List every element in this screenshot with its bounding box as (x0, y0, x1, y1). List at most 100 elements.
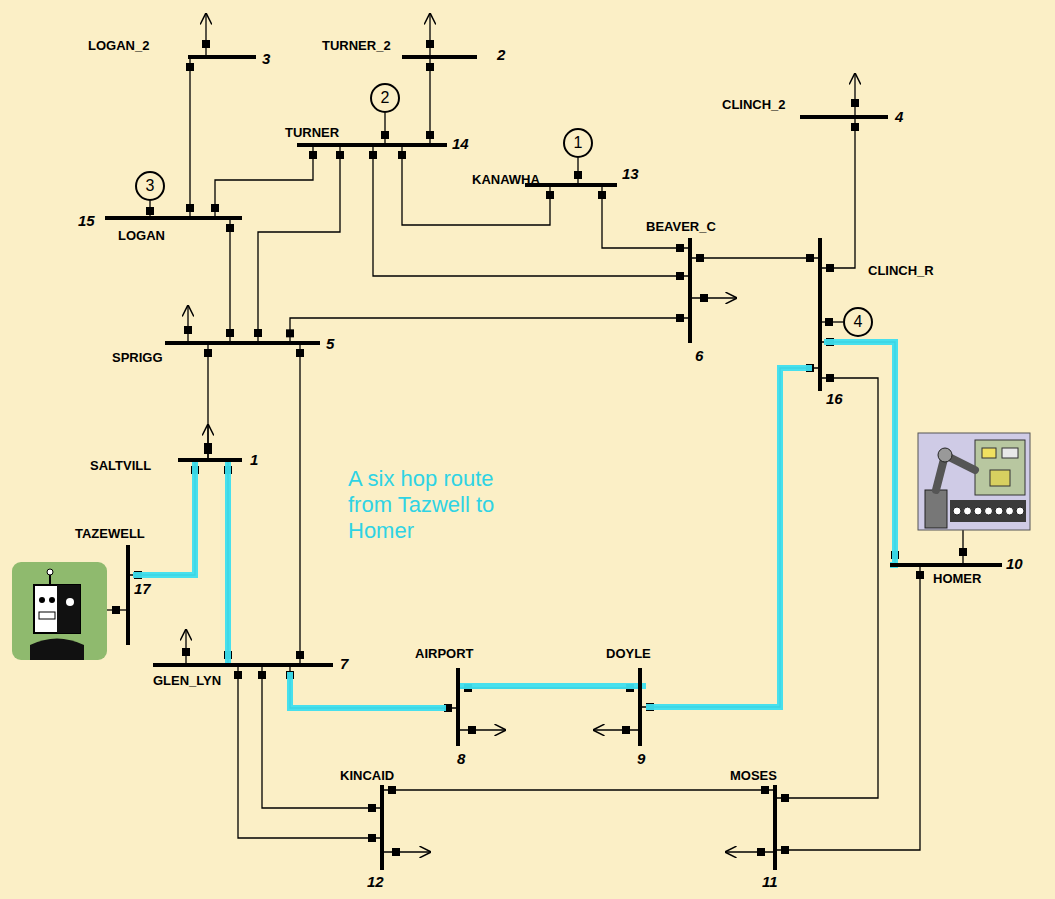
manipulator-icon (918, 433, 1030, 530)
breaker (368, 804, 376, 812)
breaker (381, 131, 389, 139)
bus-number: 17 (134, 580, 151, 597)
bus-bar: KINCAID12 (380, 785, 384, 870)
route-highlight (458, 683, 646, 689)
breaker (254, 329, 262, 337)
generator-symbol: 1 (563, 128, 593, 158)
breaker (574, 171, 582, 179)
bus-bar: GLEN_LYN7 (153, 663, 333, 667)
generator-number: 2 (381, 89, 390, 107)
robot-arm-base (925, 490, 947, 528)
bus-bar: AIRPORT8 (456, 668, 460, 746)
breaker (296, 651, 304, 659)
breaker (676, 244, 684, 252)
bus-name: BEAVER_C (646, 219, 716, 234)
bus-bar: LOGAN15 (105, 216, 242, 220)
generator-symbol: 4 (843, 307, 873, 337)
transmission-line (229, 220, 230, 341)
breaker (426, 40, 434, 48)
bus-bar: CLINCH_24 (800, 115, 888, 119)
breaker (781, 846, 789, 854)
bus-name: SALTVILL (90, 458, 151, 473)
robot-joint (938, 448, 952, 462)
generator-number: 4 (854, 313, 863, 331)
breaker (146, 207, 154, 215)
bus-bar: SPRIGG5 (165, 341, 320, 345)
transmission-line (384, 789, 773, 790)
bus-bar: BEAVER_C6 (688, 238, 692, 343)
breaker (388, 786, 396, 794)
bus-number: 10 (1006, 555, 1023, 572)
breaker (851, 99, 859, 107)
breaker (826, 374, 834, 382)
load-arrow (726, 851, 773, 852)
breaker (226, 224, 234, 232)
panel-display (982, 448, 996, 458)
breaker (112, 606, 120, 614)
breaker (369, 151, 377, 159)
bus-number: 5 (326, 335, 334, 352)
panel-display (1002, 448, 1018, 458)
control-panel (975, 440, 1025, 495)
bus-name: MOSES (730, 768, 777, 783)
breaker (398, 151, 406, 159)
conveyor-roller (1016, 507, 1024, 515)
breaker (182, 648, 190, 656)
conveyor-roller (974, 507, 982, 515)
transmission-line (602, 187, 688, 248)
breaker (468, 726, 476, 734)
bus-name: SPRIGG (112, 350, 163, 365)
robot-eye (49, 597, 55, 603)
bus-number: 11 (762, 873, 778, 890)
route-highlight (824, 342, 895, 565)
bus-name: TAZEWELL (75, 526, 145, 541)
bus-number: 14 (452, 135, 469, 152)
bus-number: 4 (895, 108, 903, 125)
bus-name: KANAWHA (472, 172, 540, 187)
load-arrow (692, 297, 736, 298)
bus-bar: SALTVILL1 (178, 458, 242, 462)
bus-number: 9 (637, 750, 645, 767)
generator-symbol: 2 (370, 83, 400, 113)
transmission-line (262, 667, 380, 808)
bus-name: LOGAN_2 (88, 38, 149, 53)
breaker (676, 314, 684, 322)
route-highlight (290, 672, 446, 708)
bus-number: 2 (497, 46, 505, 63)
bus-number: 7 (340, 655, 348, 672)
route-note: A six hop route from Tazwell to Homer (348, 466, 543, 544)
transmission-line (577, 158, 578, 183)
bus-name: HOMER (933, 571, 981, 586)
transmission-line (215, 147, 313, 216)
breaker (696, 254, 704, 262)
breaker (826, 264, 834, 272)
transmission-line (299, 345, 300, 663)
conveyor-roller (964, 507, 972, 515)
breaker (676, 272, 684, 280)
load-arrow (205, 14, 206, 55)
bus-bar: MOSES11 (773, 785, 777, 870)
generator-symbol: 3 (135, 171, 165, 201)
robot-head (34, 585, 80, 633)
transmission-line (290, 667, 456, 708)
bus-bar: LOGAN_23 (188, 55, 256, 59)
bus-name: TURNER (285, 125, 339, 140)
transmission-line (642, 368, 818, 707)
breaker (392, 848, 400, 856)
conveyor (950, 500, 1026, 522)
breaker (806, 254, 814, 262)
breaker (234, 671, 242, 679)
conveyor-roller (995, 507, 1003, 515)
breaker (368, 834, 376, 842)
transmission-line (822, 119, 855, 268)
robot-antenna (49, 574, 51, 585)
robot-eye (39, 597, 45, 603)
transmission-line (238, 667, 380, 838)
breaker (184, 326, 192, 334)
bus-bar: TURNER14 (297, 143, 447, 147)
route-highlight (225, 458, 231, 667)
robot-mouth (39, 612, 55, 619)
load-arrow (594, 729, 638, 730)
